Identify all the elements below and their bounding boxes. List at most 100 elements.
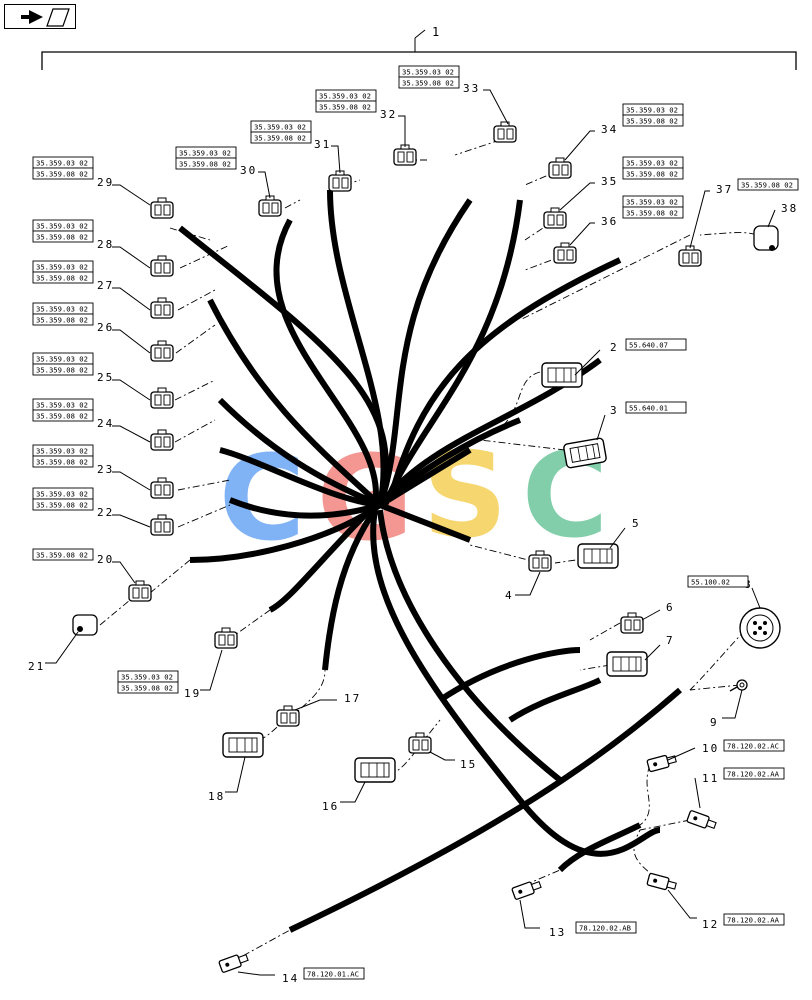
callout-number: 22: [97, 506, 114, 519]
return-nav-button[interactable]: [4, 4, 76, 29]
callout-number: 2: [610, 341, 619, 354]
reference-code-box[interactable]: 35.359.03 02: [32, 219, 94, 232]
reference-code: 35.359.03 02: [626, 106, 678, 115]
reference-code: 35.359.03 02: [626, 198, 678, 207]
dashed-lead: [639, 819, 691, 831]
reference-code-box[interactable]: 35.359.08 02: [32, 498, 94, 511]
reference-code-box[interactable]: 35.359.08 02: [622, 114, 684, 127]
connector-16: [354, 757, 396, 783]
reference-code-box[interactable]: 35.359.03 02: [32, 302, 94, 315]
reference-code-box[interactable]: 35.359.08 02: [315, 100, 377, 113]
reference-code-box[interactable]: 55.640.01: [625, 401, 687, 414]
connector-35: [543, 207, 567, 229]
callout-number: 14: [282, 972, 299, 985]
reference-code: 55.100.02: [691, 578, 730, 587]
dashed-lead: [519, 234, 691, 321]
reference-code-box[interactable]: 35.359.03 02: [32, 487, 94, 500]
callout-number: 9: [710, 716, 719, 729]
reference-code-box[interactable]: 35.359.08 02: [737, 178, 799, 191]
reference-code-box[interactable]: 35.359.08 02: [32, 409, 94, 422]
callout-number: 32: [380, 108, 397, 121]
reference-code-box[interactable]: 35.359.08 02: [117, 681, 179, 694]
connector-37: [678, 245, 702, 267]
reference-code-box[interactable]: 35.359.08 02: [622, 206, 684, 219]
connector-28: [150, 255, 174, 277]
reference-code-box[interactable]: 35.359.03 02: [32, 156, 94, 169]
reference-code-box[interactable]: 55.640.07: [625, 338, 687, 351]
dashed-lead: [175, 324, 216, 354]
callout-number: 11: [702, 772, 719, 785]
reference-code: 35.359.03 02: [36, 159, 88, 168]
reference-code: 35.359.08 02: [179, 160, 231, 169]
reference-code: 78.120.02.AA: [727, 770, 780, 779]
reference-code-box[interactable]: 35.359.08 02: [622, 167, 684, 180]
reference-code-box[interactable]: 35.359.08 02: [32, 313, 94, 326]
cable-bundle: [178, 189, 682, 933]
reference-code-box[interactable]: 78.120.02.AA: [723, 913, 785, 926]
reference-code-box[interactable]: 35.359.08 02: [32, 548, 94, 561]
connector-20: [128, 580, 152, 602]
reference-code-box[interactable]: 35.359.08 02: [32, 167, 94, 180]
reference-code: 35.359.03 02: [36, 305, 88, 314]
reference-code-box[interactable]: 78.120.02.AA: [723, 767, 785, 780]
reference-code-box[interactable]: 35.359.08 02: [250, 131, 312, 144]
callout-number: 12: [702, 918, 719, 931]
reference-code-box[interactable]: 35.359.08 02: [175, 157, 237, 170]
reference-code-box[interactable]: 35.359.08 02: [32, 363, 94, 376]
reference-code-box[interactable]: 55.100.02: [687, 575, 749, 588]
dashed-lead: [174, 419, 216, 443]
reference-code-box[interactable]: 35.359.03 02: [32, 398, 94, 411]
dashed-lead: [689, 684, 741, 691]
callout-number: 7: [666, 634, 675, 647]
reference-code: 35.359.08 02: [741, 181, 793, 190]
callout-number: 28: [97, 238, 114, 251]
connector-7: [606, 651, 648, 677]
reference-code-box[interactable]: 78.120.02.AC: [723, 739, 785, 752]
reference-code: 35.359.08 02: [121, 684, 173, 693]
reference-code-box[interactable]: 35.359.03 02: [315, 89, 377, 102]
reference-code: 35.359.08 02: [254, 134, 306, 143]
reference-code-box[interactable]: 35.359.03 02: [622, 156, 684, 169]
connector-31: [328, 170, 352, 192]
reference-code-box[interactable]: 35.359.03 02: [32, 352, 94, 365]
connector-27: [150, 297, 174, 319]
reference-code-box[interactable]: 35.359.03 02: [250, 120, 312, 133]
connector-6: [620, 612, 644, 634]
reference-code-box[interactable]: 35.359.08 02: [398, 76, 460, 89]
reference-code-box[interactable]: 35.359.03 02: [175, 146, 237, 159]
callout-14: 14 78.120.01.AC: [237, 967, 365, 985]
dashed-lead: [99, 599, 131, 626]
reference-code-box[interactable]: 35.359.08 02: [32, 455, 94, 468]
reference-code-box[interactable]: 35.359.03 02: [622, 195, 684, 208]
reference-code-box[interactable]: 35.359.03 02: [32, 444, 94, 457]
dashed-lead: [689, 629, 746, 691]
reference-code-box[interactable]: 35.359.03 02: [117, 670, 179, 683]
connector-5: [577, 543, 619, 569]
callout-number: 36: [601, 215, 618, 228]
connector-13: [511, 878, 543, 901]
connector-2: [541, 362, 583, 388]
reference-code-box[interactable]: 35.359.03 02: [32, 260, 94, 273]
connector-10: [646, 752, 678, 773]
connector-30: [258, 195, 282, 217]
dashed-lead: [177, 289, 216, 311]
reference-code-box[interactable]: 35.359.03 02: [398, 65, 460, 78]
reference-code: 35.359.03 02: [36, 401, 88, 410]
reference-code-box[interactable]: 35.359.08 02: [32, 271, 94, 284]
reference-code-box[interactable]: 35.359.03 02: [622, 103, 684, 116]
cable: [268, 507, 373, 613]
callout-labels: 255.640.07355.640.014567855.100.0291078.…: [28, 65, 799, 985]
cable: [378, 502, 472, 543]
reference-code: 35.359.03 02: [36, 222, 88, 231]
connector-32: [393, 144, 417, 166]
dashed-lead: [639, 764, 651, 826]
reference-code-box[interactable]: 35.359.08 02: [32, 230, 94, 243]
reference-code-box[interactable]: 78.120.01.AC: [303, 967, 365, 980]
callout-number: 35: [601, 175, 618, 188]
reference-code-box[interactable]: 78.120.02.AB: [575, 921, 637, 934]
